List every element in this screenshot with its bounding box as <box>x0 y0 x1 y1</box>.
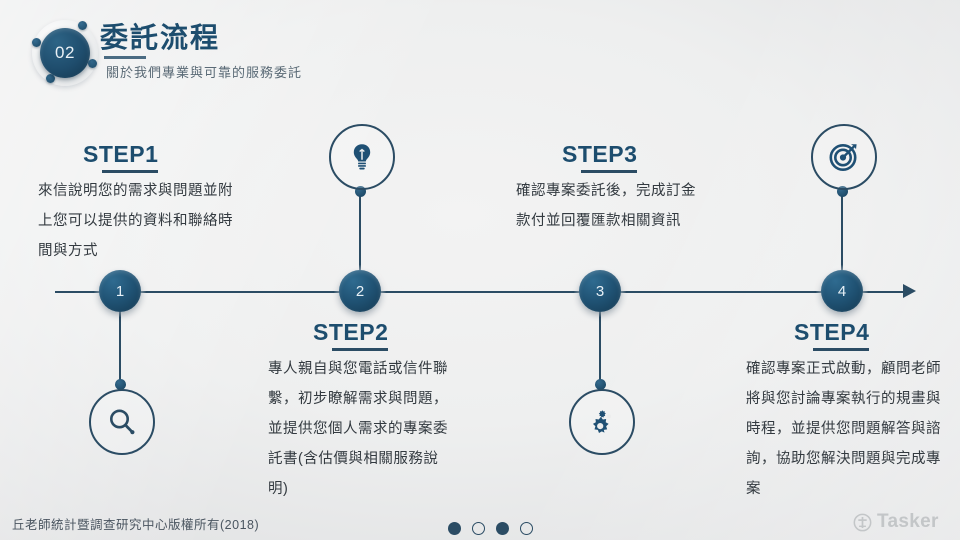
timeline-node-1[interactable]: 1 <box>99 270 141 312</box>
step-heading-underline <box>813 348 869 351</box>
connector-line <box>599 312 601 384</box>
step-body-2: 專人親自與您電話或信件聯繫，初步瞭解需求與問題，並提供您個人需求的專案委託書(含… <box>268 361 448 497</box>
section-number-badge: 02 <box>26 14 104 92</box>
badge-satellite-dot <box>32 38 41 47</box>
step-heading-underline <box>332 348 388 351</box>
page-subtitle: 關於我們專業與可靠的服務委託 <box>106 65 303 80</box>
connector-line <box>119 312 121 384</box>
connector-dot <box>837 186 848 197</box>
step-heading-1: STEP1 <box>83 141 159 167</box>
gears-icon <box>569 389 635 455</box>
magnifier-icon <box>89 389 155 455</box>
step-heading-underline <box>581 170 637 173</box>
pagination-dot-2[interactable] <box>472 522 485 535</box>
step-body-3: 確認專案委託後，完成訂金款付並回覆匯款相關資訊 <box>516 183 696 229</box>
timeline-node-4[interactable]: 4 <box>821 270 863 312</box>
step-body-1: 來信說明您的需求與問題並附上您可以提供的資料和聯絡時間與方式 <box>38 183 233 259</box>
connector-line <box>359 192 361 270</box>
step-heading-3: STEP3 <box>562 141 638 167</box>
slide-header: 02 委託流程 關於我們專業與可靠的服務委託 <box>0 0 960 100</box>
timeline-arrow-icon <box>903 284 916 298</box>
pagination-dot-3[interactable] <box>496 522 509 535</box>
badge-satellite-dot <box>46 74 55 83</box>
copyright-text: 丘老師統計暨調查研究中心版權所有(2018) <box>12 518 260 532</box>
pagination-dot-4[interactable] <box>520 522 533 535</box>
target-icon <box>811 124 877 190</box>
brand-logo: Tasker <box>853 511 939 533</box>
timeline-node-3[interactable]: 3 <box>579 270 621 312</box>
pagination-dot-1[interactable] <box>448 522 461 535</box>
step-heading-2: STEP2 <box>313 319 389 345</box>
title-divider <box>104 56 146 59</box>
connector-dot <box>115 379 126 390</box>
connector-line <box>841 192 843 270</box>
timeline-axis <box>55 291 910 293</box>
badge-number: 02 <box>40 28 90 78</box>
lightbulb-icon <box>329 124 395 190</box>
timeline-node-2[interactable]: 2 <box>339 270 381 312</box>
badge-satellite-dot <box>88 59 97 68</box>
step-heading-underline <box>102 170 158 173</box>
connector-dot <box>355 186 366 197</box>
badge-satellite-dot <box>78 21 87 30</box>
brand-name: Tasker <box>877 511 939 532</box>
pagination-dots[interactable] <box>448 522 533 535</box>
step-body-4: 確認專案正式啟動，顧問老師將與您討論專案執行的規畫與時程，並提供您問題解答與諮詢… <box>746 361 941 497</box>
connector-dot <box>595 379 606 390</box>
step-heading-4: STEP4 <box>794 319 870 345</box>
page-title: 委託流程 <box>100 22 221 53</box>
tasker-logo-icon <box>853 513 872 531</box>
